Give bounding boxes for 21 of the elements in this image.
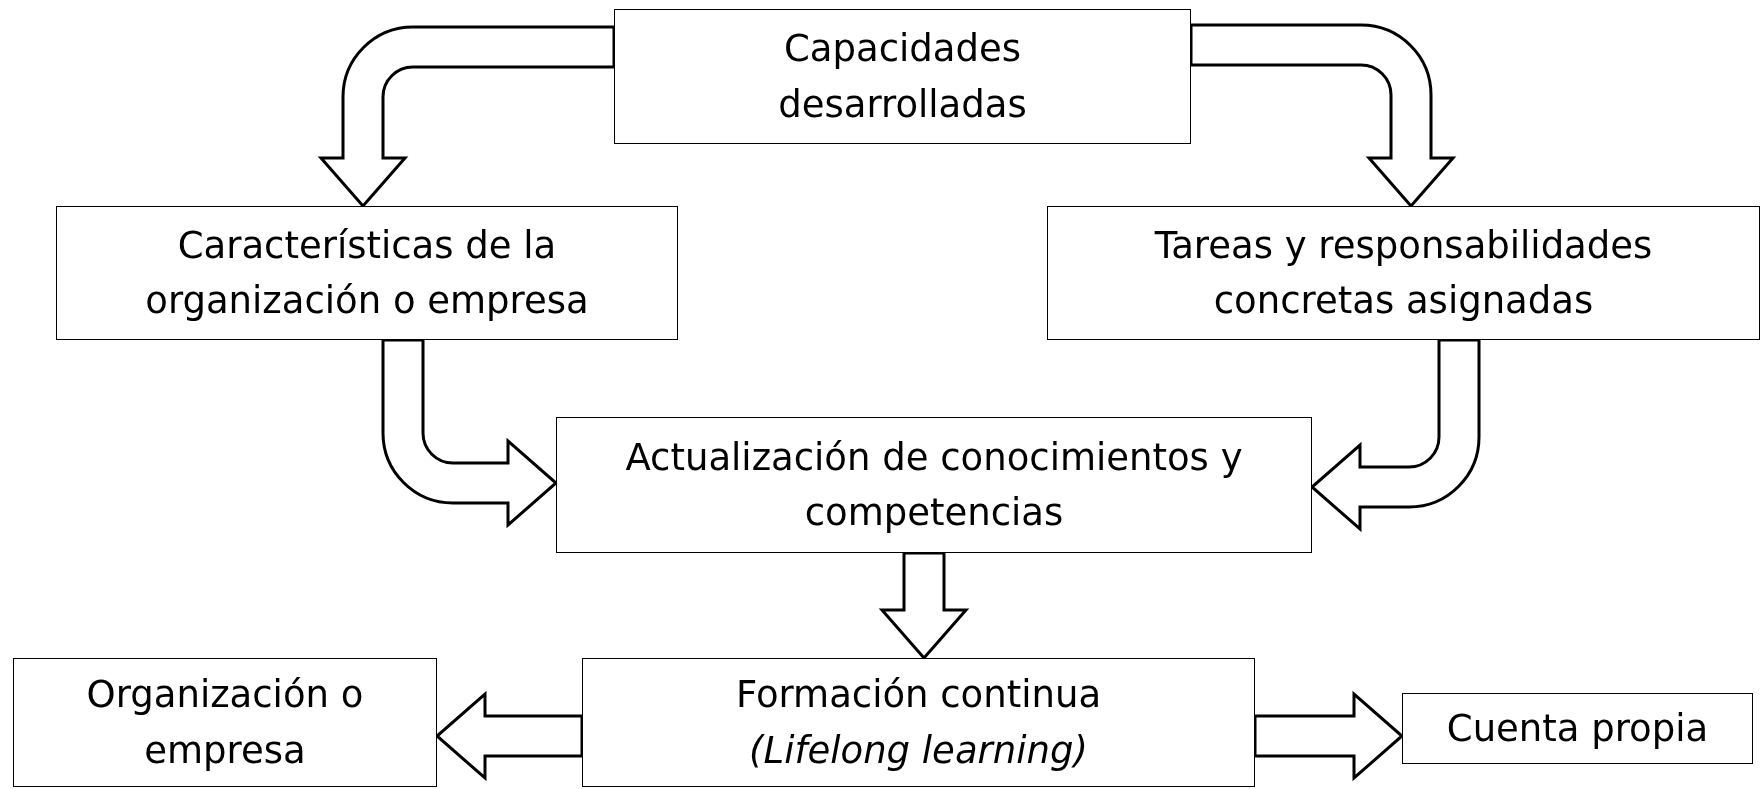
block-arrow — [434, 690, 584, 782]
box-text: Tareas y responsabilidades concretas asignadas — [1153, 222, 1654, 324]
block-arrow — [319, 25, 616, 208]
text-box — [582, 658, 1255, 787]
box-text: Características de la organización o empresa — [144, 222, 590, 324]
text-box — [1402, 693, 1753, 764]
block-arrow — [878, 551, 970, 661]
text-box — [614, 9, 1191, 144]
box-text: Formación continua (Lifelong learning) — [735, 672, 1102, 774]
box-text: Actualización de conocimientos y competencias — [624, 434, 1244, 536]
box-text: Capacidades desarrolladas — [777, 26, 1028, 128]
block-arrow — [1253, 690, 1405, 782]
text-box — [1047, 206, 1760, 340]
text-box — [556, 417, 1312, 553]
box-text: Organización o empresa — [85, 672, 365, 774]
box-text: Cuenta propia — [1446, 705, 1709, 752]
text-box — [13, 658, 437, 787]
block-arrow — [381, 338, 558, 527]
text-box — [56, 206, 678, 340]
block-arrow — [1189, 23, 1455, 208]
block-arrow — [1310, 338, 1481, 531]
